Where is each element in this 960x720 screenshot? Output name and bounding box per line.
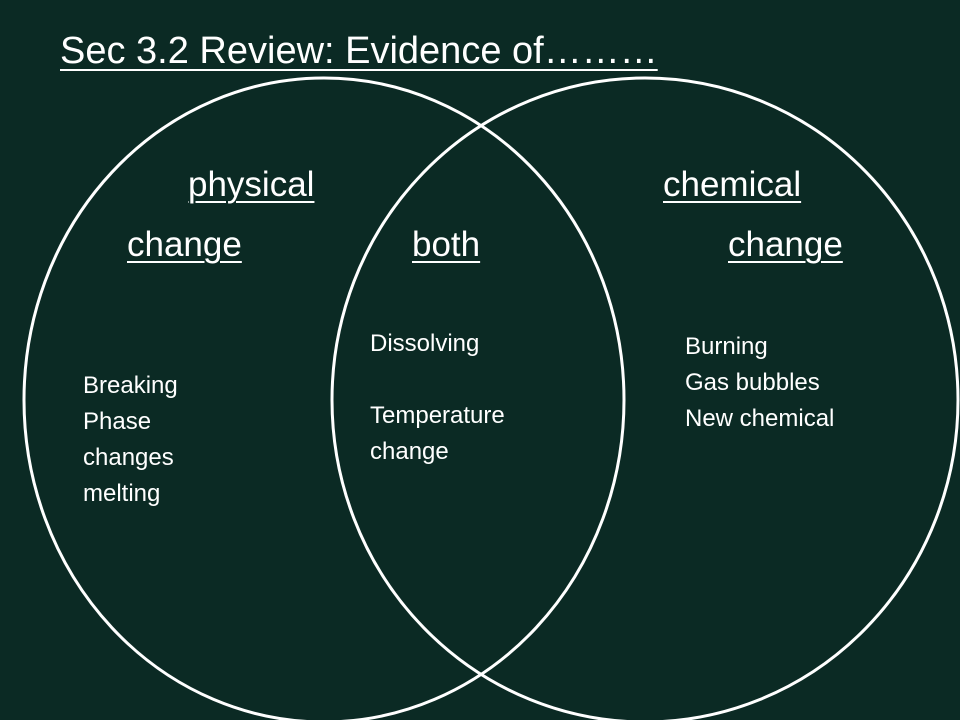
list-item: Burning (685, 333, 768, 360)
list-item: Breaking (83, 372, 178, 399)
chemical-change-list: Burning Gas bubbles New chemical (685, 329, 834, 437)
chemical-change-heading: change (728, 225, 843, 264)
list-item: change (370, 438, 449, 465)
chemical-heading: chemical (663, 165, 802, 204)
both-heading: both (412, 225, 481, 264)
list-item: Dissolving (370, 330, 480, 357)
list-item: melting (83, 480, 161, 507)
list-item: Gas bubbles (685, 369, 820, 396)
physical-change-list: Breaking Phase changes melting (83, 368, 178, 512)
list-item: changes (83, 444, 174, 471)
right-circle (330, 76, 960, 720)
physical-heading: physical (188, 165, 315, 204)
list-item: Temperature (370, 402, 505, 429)
physical-change-heading: change (127, 225, 242, 264)
left-circle (22, 76, 626, 720)
both-list: Dissolving Temperature change (370, 326, 505, 470)
list-item: New chemical (685, 405, 835, 432)
list-item: Phase (83, 408, 152, 435)
list-gap (370, 362, 505, 398)
slide-title: Sec 3.2 Review: Evidence of……… (60, 30, 658, 72)
